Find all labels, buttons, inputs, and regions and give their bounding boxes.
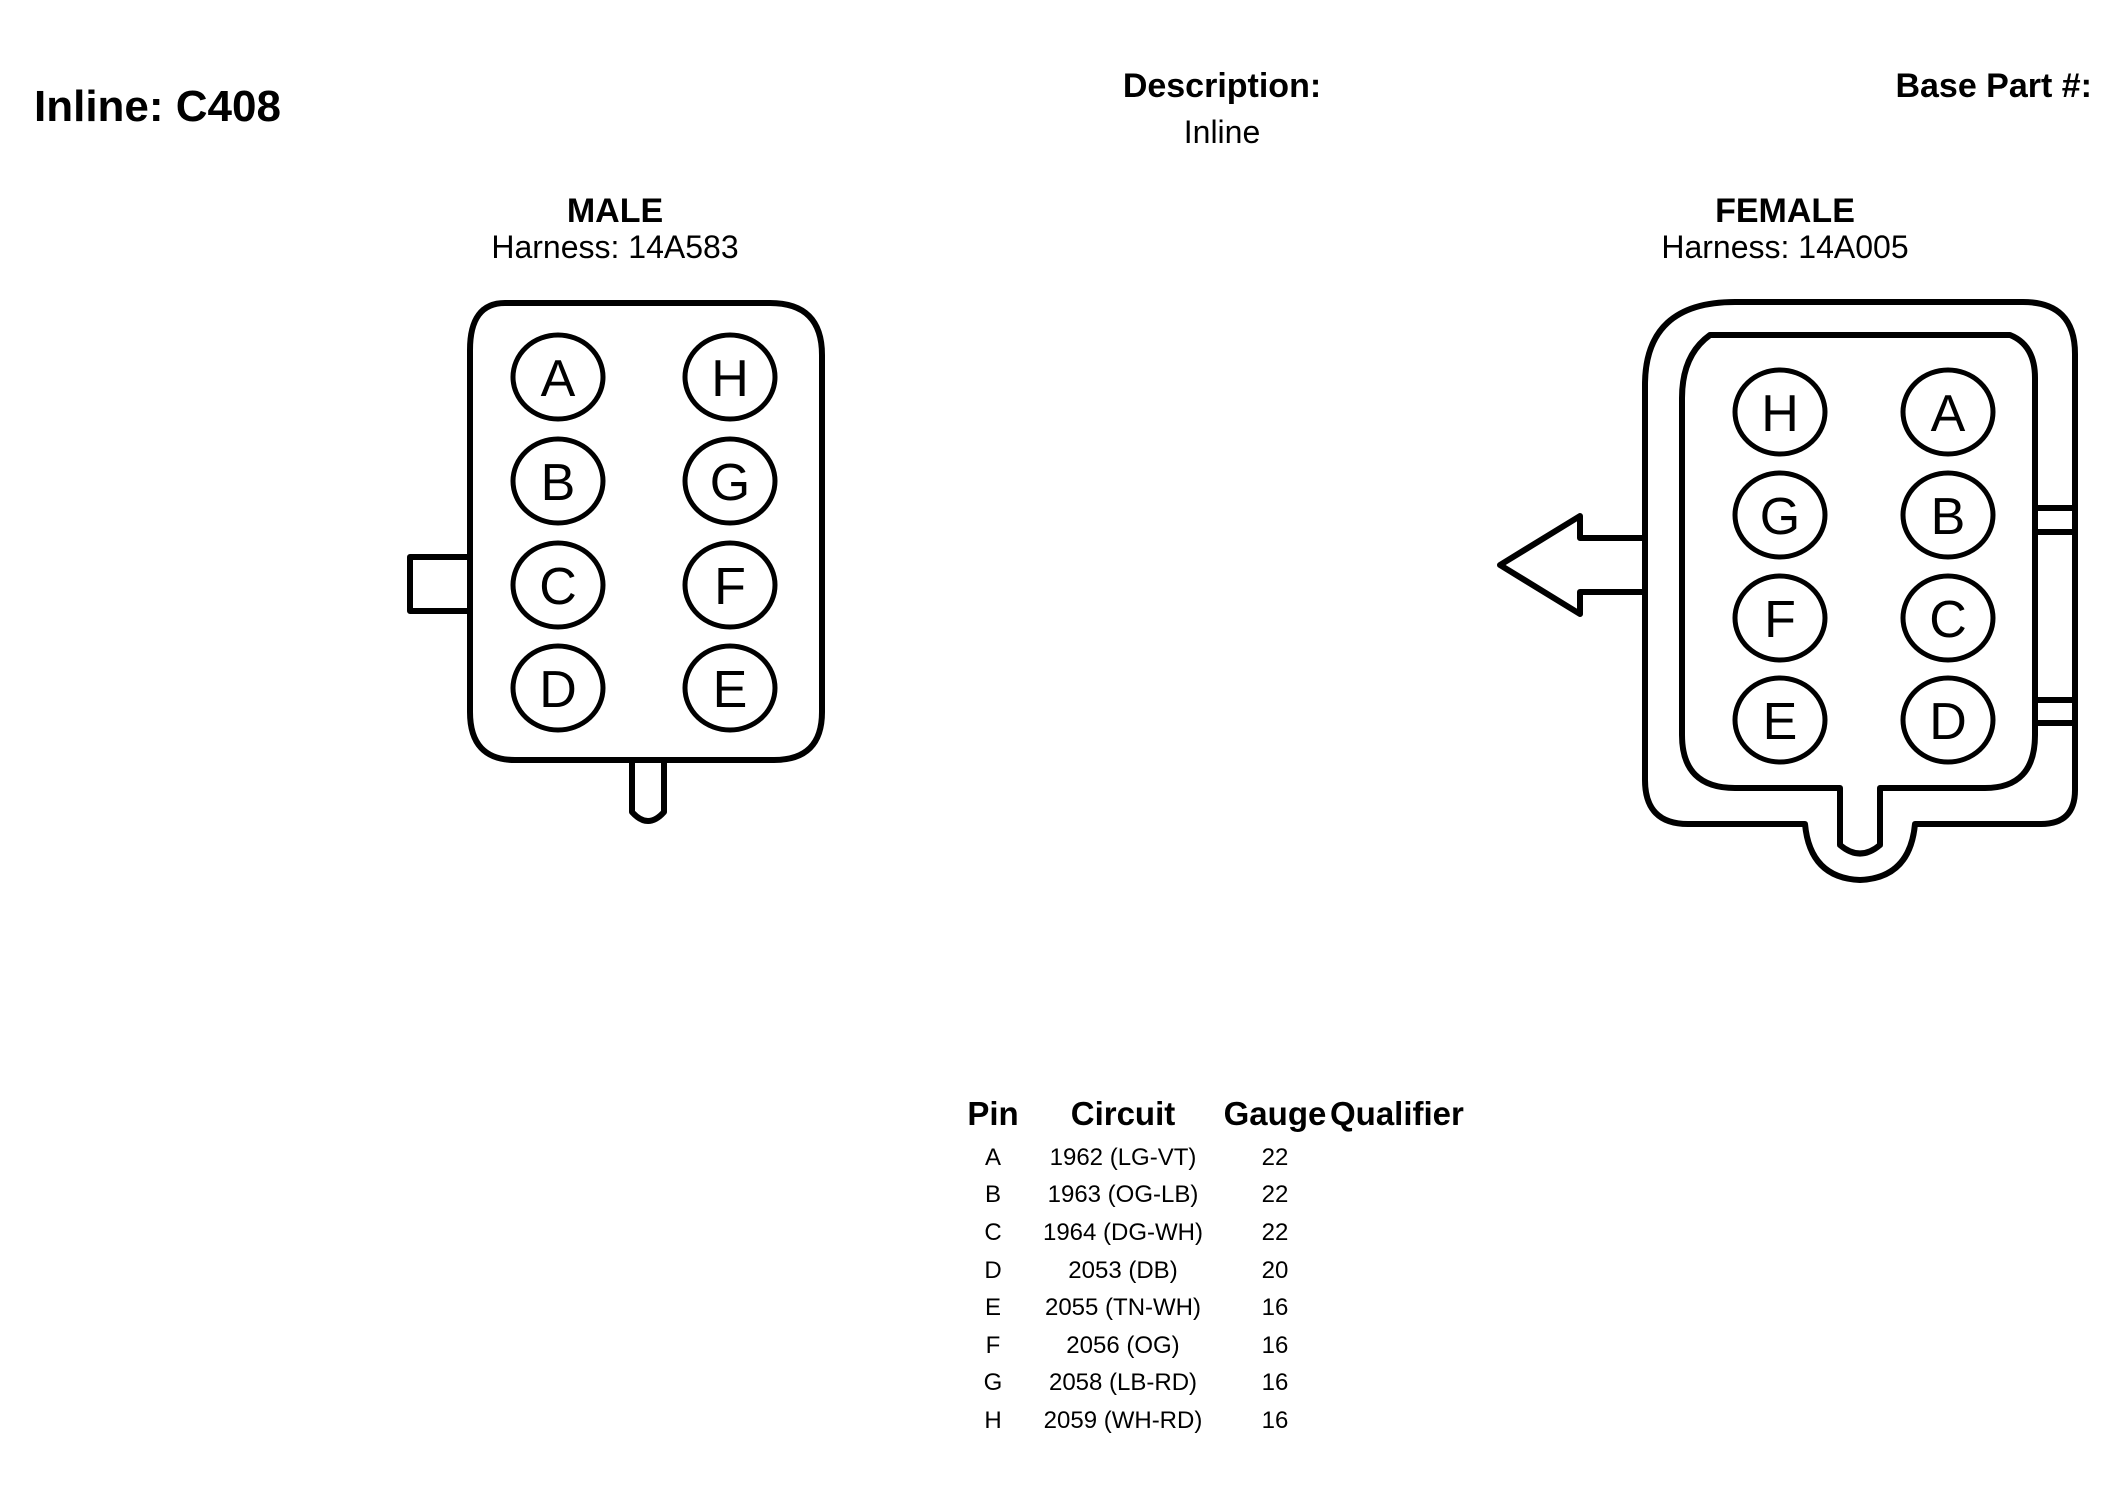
male-connector-body — [467, 300, 825, 763]
cell-pin: B — [984, 1181, 1001, 1209]
cell-gauge: 16 — [1261, 1331, 1289, 1359]
female-outer-shell — [1642, 299, 2078, 883]
female-connector-title: FEMALE — [1715, 192, 1855, 230]
description-label: Description: — [1122, 67, 1322, 105]
male-pin-label: D — [539, 661, 577, 719]
female-pin-circle — [1732, 573, 1828, 663]
cell-gauge: 20 — [1261, 1256, 1289, 1284]
table-row: D 2053 (DB) 20 — [960, 1252, 1464, 1290]
male-pin-label: A — [541, 350, 576, 408]
female-pin-label: G — [1760, 488, 1800, 546]
table-header-row: Pin Circuit Gauge Qualifier — [960, 1095, 1464, 1139]
table-row: B 1963 (OG-LB) 22 — [960, 1177, 1464, 1215]
male-pin-label: E — [713, 661, 748, 719]
female-pin-label: E — [1763, 693, 1798, 751]
cell-pin: A — [984, 1143, 1001, 1171]
female-pin-label: B — [1931, 488, 1966, 546]
male-pin-circle — [510, 332, 606, 422]
male-pin-circle — [682, 643, 778, 733]
connector-title: Inline: C408 — [34, 82, 281, 131]
male-pin-label: C — [539, 558, 577, 616]
female-pin-label: A — [1931, 385, 1966, 443]
male-pin-circle — [510, 436, 606, 526]
cell-pin: C — [984, 1218, 1002, 1246]
female-pin-circle — [1732, 367, 1828, 457]
cell-qualifier — [1330, 1402, 1464, 1440]
cell-qualifier — [1330, 1139, 1464, 1177]
cell-pin: D — [984, 1256, 1002, 1284]
cell-qualifier — [1330, 1214, 1464, 1252]
male-pin-circle — [510, 643, 606, 733]
cell-qualifier — [1330, 1327, 1464, 1365]
table-row: E 2055 (TN-WH) 16 — [960, 1289, 1464, 1327]
cell-circuit: 1963 (OG-LB) — [1047, 1181, 1199, 1209]
male-pin-label: F — [714, 558, 746, 616]
male-pin-label: B — [541, 454, 576, 512]
male-pin-circle — [682, 540, 778, 630]
female-pin-circle — [1900, 367, 1996, 457]
cell-gauge: 16 — [1261, 1294, 1289, 1322]
cell-circuit: 2058 (LB-RD) — [1048, 1369, 1198, 1397]
female-pin-circle — [1732, 470, 1828, 560]
cell-circuit: 2056 (OG) — [1066, 1331, 1180, 1359]
header-circuit: Circuit — [1070, 1095, 1176, 1132]
table-row: A 1962 (LG-VT) 22 — [960, 1139, 1464, 1177]
description-value: Inline — [1183, 114, 1261, 150]
cell-qualifier — [1330, 1289, 1464, 1327]
male-pin-label: G — [710, 454, 750, 512]
pin-table: Pin Circuit Gauge Qualifier A 1962 (LG-VT… — [960, 1095, 1464, 1440]
cell-gauge: 16 — [1261, 1406, 1289, 1434]
female-pin-circle — [1900, 470, 1996, 560]
cell-circuit: 1962 (LG-VT) — [1049, 1143, 1197, 1171]
female-pin-label: C — [1929, 591, 1967, 649]
male-pin-circle — [682, 436, 778, 526]
male-left-latch — [407, 554, 470, 614]
cell-circuit: 2053 (DB) — [1068, 1256, 1178, 1284]
female-pin-circle — [1900, 573, 1996, 663]
male-pin-label: H — [711, 350, 749, 408]
male-pin-circle — [510, 540, 606, 630]
cell-pin: G — [983, 1369, 1003, 1397]
cell-circuit: 2059 (WH-RD) — [1043, 1406, 1203, 1434]
male-harness-label: Harness: 14A583 — [491, 229, 739, 265]
table-row: G 2058 (LB-RD) 16 — [960, 1365, 1464, 1403]
table-row: C 1964 (DG-WH) 22 — [960, 1214, 1464, 1252]
cell-gauge: 22 — [1261, 1143, 1289, 1171]
cell-gauge: 16 — [1261, 1369, 1289, 1397]
female-pin-label: H — [1761, 385, 1799, 443]
female-pin-label: F — [1764, 591, 1796, 649]
cell-pin: F — [985, 1331, 1001, 1359]
header-gauge: Gauge — [1223, 1095, 1327, 1132]
header-pin: Pin — [967, 1095, 1019, 1132]
header-qualifier: Qualifier — [1330, 1095, 1464, 1132]
female-rib-upper — [2035, 505, 2075, 535]
male-connector-title: MALE — [566, 192, 664, 230]
cell-pin: H — [984, 1406, 1002, 1434]
table-row: H 2059 (WH-RD) 16 — [960, 1402, 1464, 1440]
female-inner-insert — [1679, 332, 2038, 857]
cell-qualifier — [1330, 1365, 1464, 1403]
base-part-label: Base Part #: — [1895, 67, 2092, 105]
female-pin-circle — [1900, 675, 1996, 765]
cell-circuit: 1964 (DG-WH) — [1042, 1218, 1204, 1246]
female-pin-group: H A G B F C E D — [1732, 367, 1996, 765]
female-pin-circle — [1732, 675, 1828, 765]
cell-qualifier — [1330, 1177, 1464, 1215]
female-arrow — [1497, 513, 1645, 617]
male-bottom-key — [629, 760, 667, 824]
female-harness-label: Harness: 14A005 — [1661, 229, 1909, 265]
table-row: F 2056 (OG) 16 — [960, 1327, 1464, 1365]
female-pin-label: D — [1929, 693, 1967, 751]
cell-qualifier — [1330, 1252, 1464, 1290]
cell-gauge: 22 — [1261, 1218, 1289, 1246]
cell-pin: E — [984, 1294, 1001, 1322]
cell-gauge: 22 — [1261, 1181, 1289, 1209]
female-rib-lower — [2035, 697, 2075, 726]
cell-circuit: 2055 (TN-WH) — [1044, 1294, 1201, 1322]
male-pin-group: A H B G C F D E — [510, 332, 778, 733]
male-pin-circle — [682, 332, 778, 422]
